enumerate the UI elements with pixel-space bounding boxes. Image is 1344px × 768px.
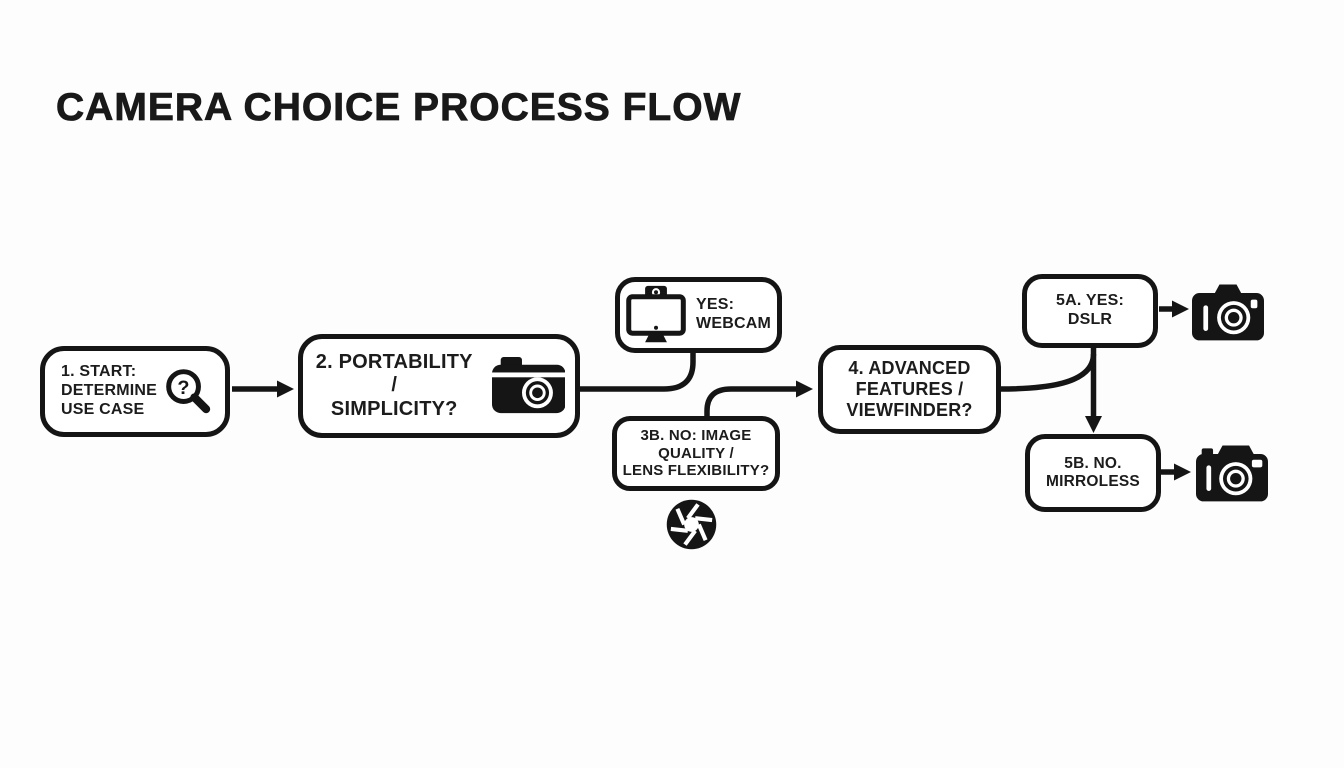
arrowhead-into-advanced	[796, 380, 813, 398]
node-start-label: 1. START: DETERMINE USE CASE	[61, 363, 158, 418]
edge-imagequality-advanced	[704, 386, 797, 417]
aperture-icon	[666, 499, 717, 550]
node-portability-label: 2. PORTABILITY / SIMPLICITY?	[315, 350, 473, 420]
dslr-camera-icon	[1192, 284, 1264, 341]
node-image-quality-label: 3B. NO: IMAGE QUALITY / LENS FLEXIBILITY…	[622, 426, 770, 480]
page-title: CAMERA CHOICE PROCESS FLOW	[56, 86, 742, 130]
node-mirrorless-label: 5B. NO. MIRROLESS	[1046, 454, 1140, 490]
node-advanced-features: 4. ADVANCED FEATURES / VIEWFINDER?	[818, 345, 1001, 434]
arrowhead-into-portability	[277, 380, 294, 398]
edge-portability-webcam	[580, 353, 696, 392]
node-start: 1. START: DETERMINE USE CASE ?	[40, 346, 230, 437]
compact-camera-icon	[491, 356, 565, 414]
node-webcam: YES: WEBCAM	[615, 277, 782, 353]
node-dslr-label: 5A. YES: DSLR	[1056, 292, 1124, 328]
node-advanced-features-label: 4. ADVANCED FEATURES / VIEWFINDER?	[846, 357, 973, 421]
arrowhead-into-mirrorless	[1085, 416, 1102, 433]
node-dslr: 5A. YES: DSLR	[1022, 274, 1158, 348]
magnifier-question-icon: ?	[166, 368, 211, 413]
monitor-webcam-icon	[626, 285, 686, 343]
svg-text:?: ?	[177, 376, 189, 398]
node-mirrorless: 5B. NO. MIRROLESS	[1025, 434, 1161, 512]
edge-advanced-junction	[999, 353, 1097, 392]
mirrorless-camera-icon	[1196, 445, 1268, 502]
node-webcam-label: YES: WEBCAM	[696, 296, 771, 332]
arrowhead-into-dslr-icon	[1172, 300, 1189, 318]
arrowhead-into-mirrorless-icon	[1174, 463, 1191, 481]
node-image-quality: 3B. NO: IMAGE QUALITY / LENS FLEXIBILITY…	[612, 416, 780, 491]
node-portability: 2. PORTABILITY / SIMPLICITY?	[298, 334, 580, 438]
